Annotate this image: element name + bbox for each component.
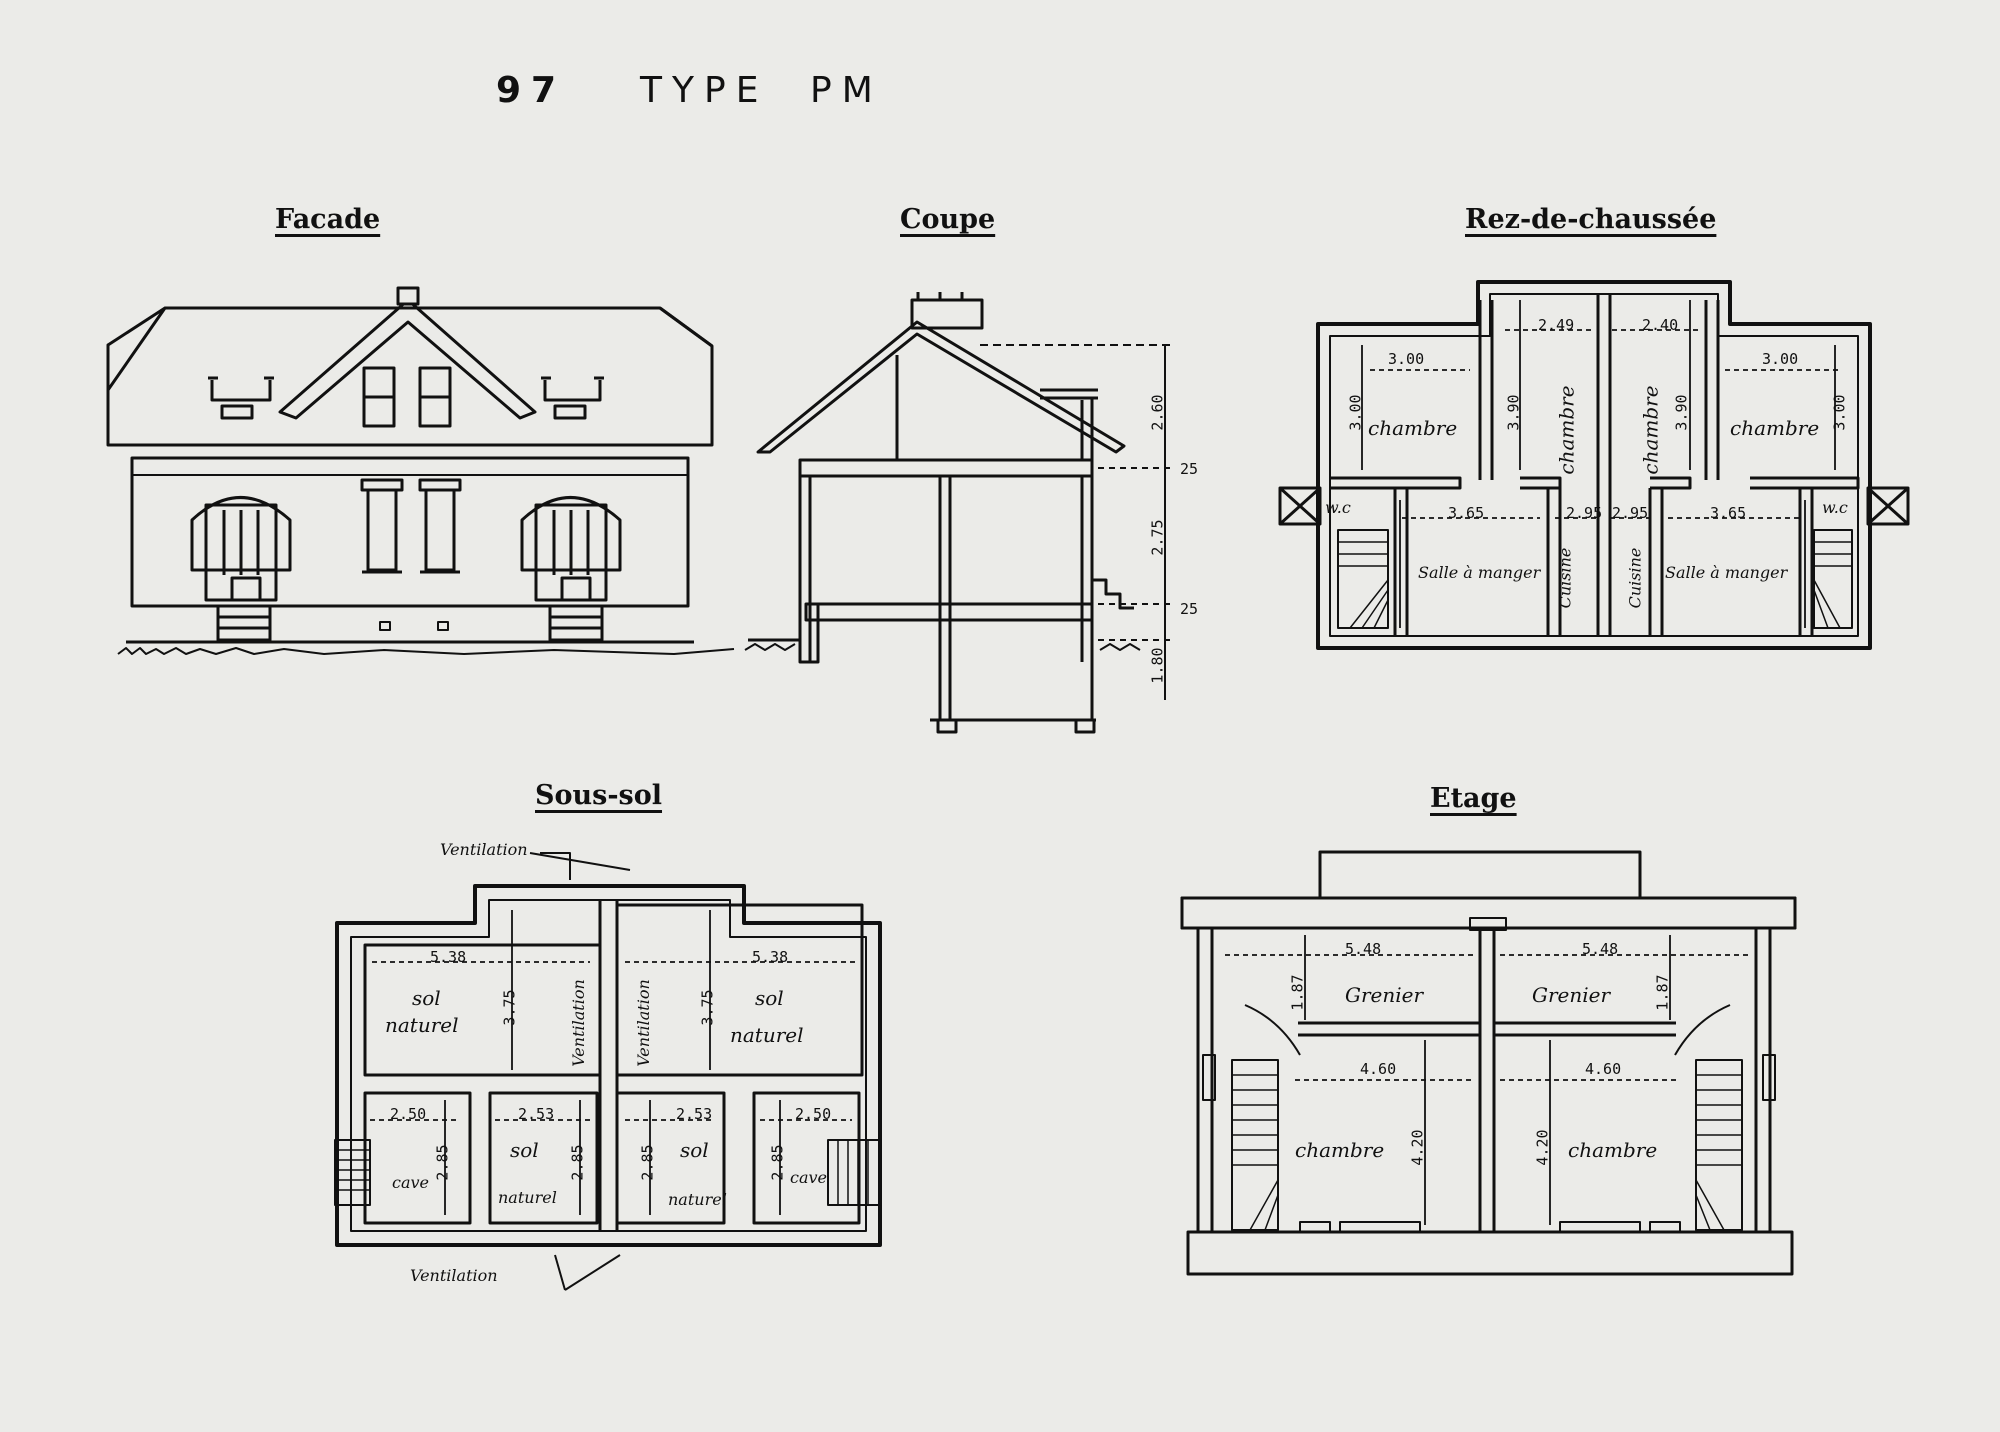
ss-dim-375-right: 3.75 <box>698 989 717 1026</box>
rdc-dim-chambre-left-w: 3.00 <box>1388 350 1425 368</box>
rdc-dim-240: 2.40 <box>1642 316 1679 334</box>
rdc-dim-salle-left: 3.65 <box>1448 504 1485 522</box>
ss-dim-285-a: 2.85 <box>433 1144 452 1181</box>
rdc-dim-390-left: 3.90 <box>1504 394 1523 431</box>
etage-dim-420-left: 4.20 <box>1408 1129 1427 1166</box>
etage-chambre-right: chambre <box>1568 1138 1658 1162</box>
ss-sol-mid-left: sol <box>510 1138 539 1162</box>
ss-dim-250-right: 2.50 <box>795 1105 832 1123</box>
title-facade: Facade <box>275 204 381 235</box>
rdc-cuisine-right: Cuisine <box>1625 547 1645 609</box>
coupe-dim-ground: 2.75 <box>1148 519 1167 556</box>
etage-dim-187-left: 1.87 <box>1288 974 1307 1011</box>
ss-sol-right: sol <box>755 986 784 1010</box>
ss-dim-253-left: 2.53 <box>518 1105 555 1123</box>
rdc-dim-249: 2.49 <box>1538 316 1575 334</box>
ss-cave-left: cave <box>392 1173 430 1192</box>
ss-cave-right: cave <box>790 1168 828 1187</box>
ss-naturel-mid-left: naturel <box>498 1188 557 1207</box>
rdc-wc-right: w.c <box>1822 498 1848 517</box>
ss-ventilation-top: Ventilation <box>440 840 528 859</box>
rdc-dim-chambre-left-h: 3.00 <box>1346 394 1365 431</box>
sheet-type-label: TYPE <box>640 70 769 111</box>
rdc-cuisine-left: Cuisine <box>1555 547 1575 609</box>
ss-ventilation-v-right: Ventilation <box>633 979 653 1067</box>
rdc-dim-chambre-right-h: 3.00 <box>1830 394 1849 431</box>
rdc-chambre-left: chambre <box>1368 416 1458 440</box>
rdc-dim-cuisine-left: 2.95 <box>1566 504 1603 522</box>
ss-dim-538-left: 5.38 <box>430 948 467 966</box>
etage-dim-460-right: 4.60 <box>1585 1060 1622 1078</box>
rdc-salle-left: Salle à manger <box>1418 563 1541 582</box>
ss-dim-285-c: 2.85 <box>638 1144 657 1181</box>
sheet-type-code: PM <box>810 70 883 111</box>
title-rdc: Rez-de-chaussée <box>1465 204 1717 235</box>
rdc-dim-cuisine-right: 2.95 <box>1612 504 1649 522</box>
facade-drawing <box>106 286 735 655</box>
ss-sol-mid-right: sol <box>680 1138 709 1162</box>
etage-dim-460-left: 4.60 <box>1360 1060 1397 1078</box>
etage-dim-187-right: 1.87 <box>1653 974 1672 1011</box>
etage-chambre-left: chambre <box>1295 1138 1385 1162</box>
ss-ventilation-v-left: Ventilation <box>568 979 588 1067</box>
ss-dim-538-right: 5.38 <box>752 948 789 966</box>
title-etage: Etage <box>1430 783 1517 814</box>
ss-dim-285-b: 2.85 <box>568 1144 587 1181</box>
soussol-drawing <box>334 852 882 1291</box>
ss-naturel-right: naturel <box>730 1023 804 1047</box>
etage-dim-548-left: 5.48 <box>1345 940 1382 958</box>
rdc-chambre-center-left: chambre <box>1554 385 1579 475</box>
ss-ventilation-bottom: Ventilation <box>410 1266 498 1285</box>
rdc-dim-chambre-right-w: 3.00 <box>1762 350 1799 368</box>
ss-naturel-left: naturel <box>385 1013 459 1037</box>
rdc-wc-left: w.c <box>1325 498 1351 517</box>
etage-grenier-right: Grenier <box>1532 983 1611 1007</box>
coupe-drawing <box>744 292 1170 734</box>
rdc-dim-390-right: 3.90 <box>1672 394 1691 431</box>
title-coupe: Coupe <box>900 204 996 235</box>
title-soussol: Sous-sol <box>535 780 663 811</box>
coupe-dim-cellar: 1.80 <box>1148 647 1167 684</box>
rdc-salle-right: Salle à manger <box>1665 563 1788 582</box>
rdc-dim-salle-right: 3.65 <box>1710 504 1747 522</box>
ss-dim-253-right: 2.53 <box>676 1105 713 1123</box>
etage-dim-548-right: 5.48 <box>1582 940 1619 958</box>
etage-drawing <box>1180 850 1797 1276</box>
ss-dim-375-left: 3.75 <box>500 989 519 1026</box>
rdc-chambre-center-right: chambre <box>1638 385 1663 475</box>
ss-sol-left: sol <box>412 986 441 1010</box>
etage-grenier-left: Grenier <box>1345 983 1424 1007</box>
rdc-chambre-right: chambre <box>1730 416 1820 440</box>
coupe-dim-floor2: 25 <box>1180 600 1199 618</box>
coupe-dim-roof: 2.60 <box>1148 394 1167 431</box>
sheet-number: 97 <box>496 70 567 111</box>
ss-dim-250-left: 2.50 <box>390 1105 427 1123</box>
ss-naturel-mid-right: naturel <box>668 1190 727 1209</box>
ss-dim-285-d: 2.85 <box>768 1144 787 1181</box>
coupe-dim-floor1: 25 <box>1180 460 1199 478</box>
rdc-drawing <box>1278 280 1910 650</box>
etage-dim-420-right: 4.20 <box>1533 1129 1552 1166</box>
